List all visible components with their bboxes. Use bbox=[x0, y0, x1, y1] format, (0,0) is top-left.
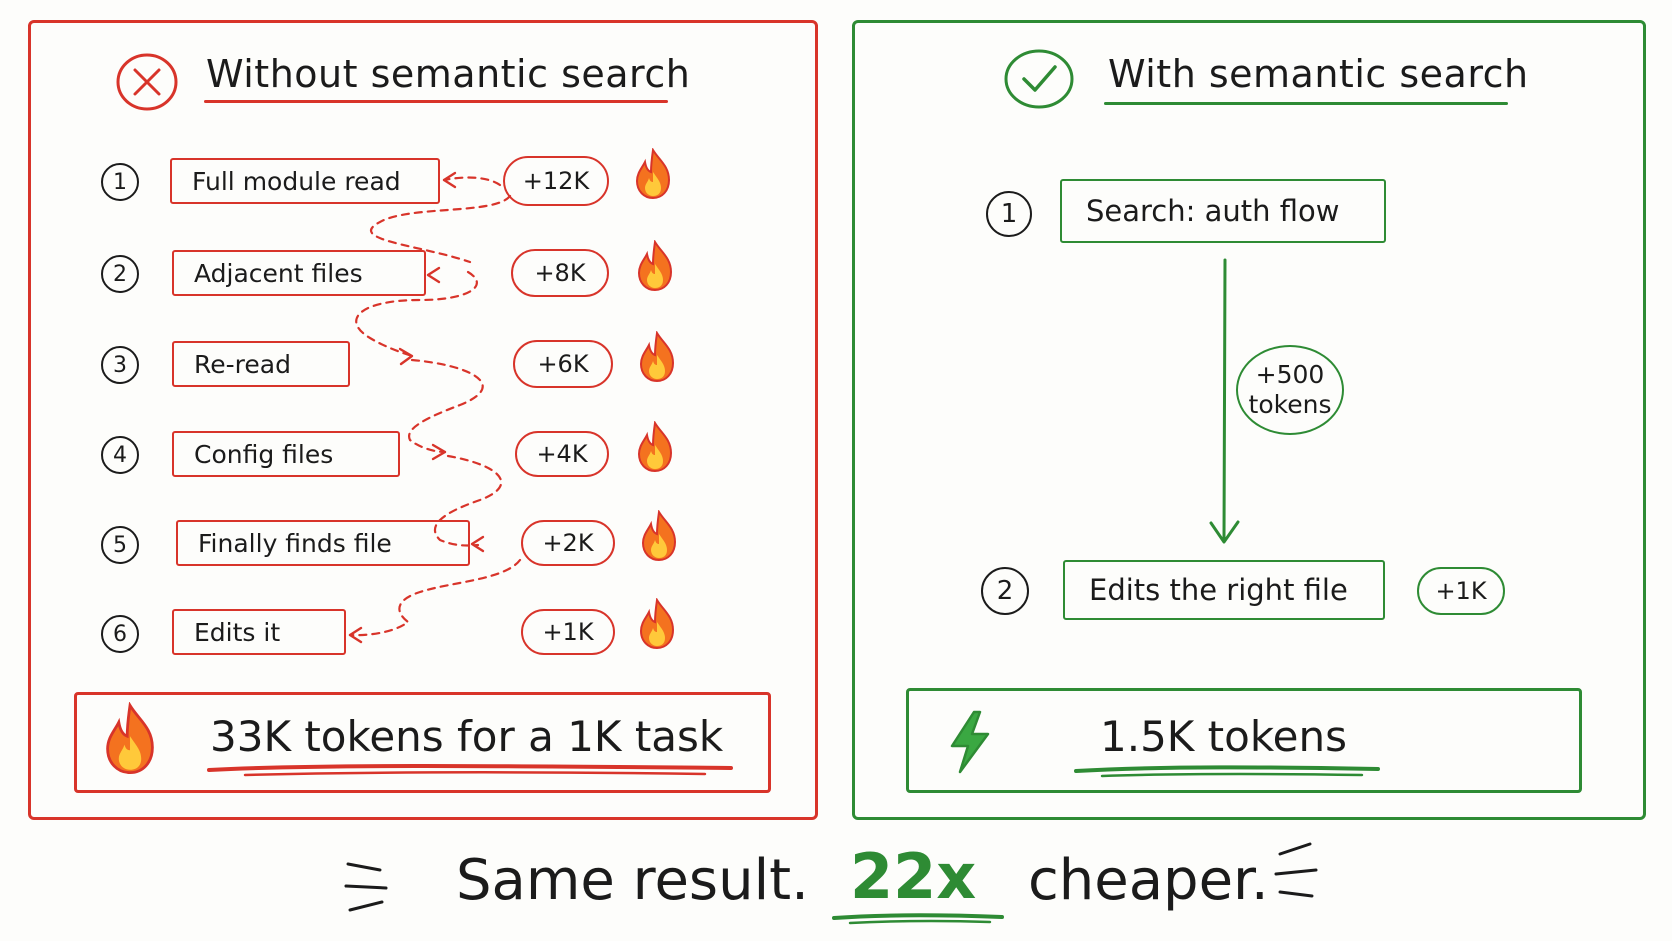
search-step-box: Search: auth flow bbox=[1060, 179, 1386, 243]
step-box: Adjacent files bbox=[172, 250, 426, 296]
left-summary-box bbox=[74, 692, 771, 793]
step-number: 2 bbox=[981, 567, 1029, 615]
x-circle-icon bbox=[116, 53, 178, 111]
step-number: 5 bbox=[101, 526, 139, 564]
fire-icon bbox=[635, 148, 671, 200]
token-cost-pill: +6K bbox=[513, 340, 613, 388]
fire-icon bbox=[639, 331, 675, 383]
without-semantic-search-panel bbox=[28, 20, 818, 820]
footer-highlight: 22x bbox=[850, 840, 977, 913]
lightning-icon bbox=[950, 710, 990, 774]
fire-icon bbox=[106, 702, 154, 775]
token-cost-pill: +2K bbox=[521, 520, 615, 566]
step-number: 6 bbox=[101, 615, 139, 653]
fire-icon bbox=[641, 510, 677, 562]
fire-icon bbox=[637, 240, 673, 292]
left-summary-text: 33K tokens for a 1K task bbox=[210, 712, 724, 761]
step-number: 2 bbox=[101, 255, 139, 293]
token-cost-unit: tokens bbox=[1248, 390, 1332, 419]
token-cost-pill: +1K bbox=[1417, 567, 1505, 615]
right-summary-text: 1.5K tokens bbox=[1100, 712, 1348, 761]
step-number: 4 bbox=[101, 436, 139, 474]
token-cost-pill: +8K bbox=[511, 249, 609, 297]
wandering-search-path bbox=[348, 171, 522, 644]
footer-part2: cheaper. bbox=[1028, 848, 1269, 913]
right-summary-box bbox=[906, 688, 1582, 793]
step-box: Config files bbox=[172, 431, 400, 477]
step-box: Full module read bbox=[170, 158, 440, 204]
step-number: 3 bbox=[101, 346, 139, 384]
emphasis-lines-right bbox=[1274, 842, 1318, 898]
left-panel-title: Without semantic search bbox=[206, 52, 691, 96]
step-number: 1 bbox=[101, 163, 139, 201]
step-box: Finally finds file bbox=[176, 520, 470, 566]
check-circle-icon bbox=[1004, 49, 1074, 109]
token-cost-pill: +4K bbox=[515, 431, 609, 477]
step-box: Re-read bbox=[172, 341, 350, 387]
step-box: Edits it bbox=[172, 609, 346, 655]
direct-arrow bbox=[1209, 258, 1240, 544]
footer-highlight-underline bbox=[832, 913, 1004, 925]
edit-step-box: Edits the right file bbox=[1063, 560, 1385, 620]
left-summary-underline bbox=[207, 764, 733, 777]
fire-icon bbox=[639, 598, 675, 650]
step-number: 1 bbox=[986, 191, 1032, 237]
left-title-underline bbox=[204, 100, 668, 103]
token-cost-badge: +500 tokens bbox=[1236, 345, 1344, 435]
token-cost-value: +500 bbox=[1255, 360, 1325, 389]
right-panel-title: With semantic search bbox=[1108, 52, 1529, 96]
right-summary-underline bbox=[1074, 765, 1380, 778]
right-title-underline bbox=[1104, 102, 1508, 105]
token-cost-pill: +1K bbox=[521, 609, 615, 655]
token-cost-pill: +12K bbox=[503, 156, 609, 206]
emphasis-lines-left bbox=[344, 862, 388, 912]
footer-part1: Same result. bbox=[456, 848, 809, 913]
with-semantic-search-panel bbox=[852, 20, 1646, 820]
fire-icon bbox=[637, 421, 673, 473]
